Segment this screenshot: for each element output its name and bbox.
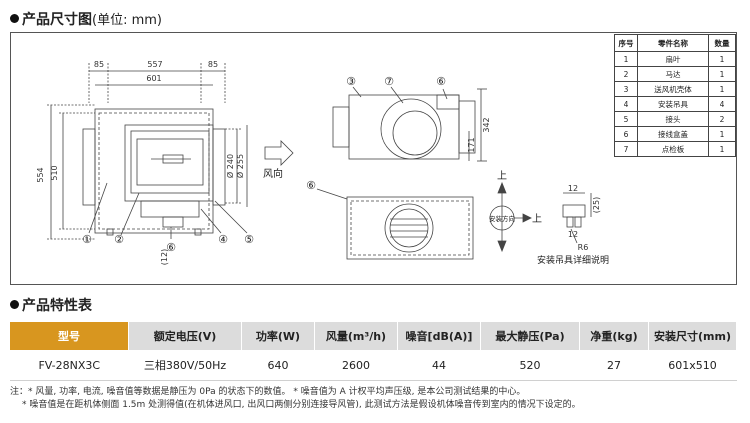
spec-header-power: 功率(W) [241, 322, 315, 350]
callout-3: ③ [346, 75, 356, 88]
spec-pressure: 520 [480, 350, 580, 381]
dimension-drawing: 85 557 85 601 554 510 Ø 240 Ø 255 (12) 3… [36, 60, 609, 266]
spec-model: FV-28NX3C [10, 350, 129, 381]
dim-side-inner: 171 [467, 137, 476, 152]
dim-body: 557 [147, 60, 162, 69]
note-line-1: 注：* 风量, 功率, 电流, 噪音值等数据是静压为 0Pa 的状态下的数值。 … [10, 387, 526, 397]
callout-6-bottom: ⑥ [306, 179, 316, 192]
dim-right-flange: 85 [208, 60, 218, 69]
spec-header-row: 型号 额定电压(V) 功率(W) 风量(m³/h) 噪音[dB(A)] 最大静压… [10, 322, 737, 350]
notes: 注：* 风量, 功率, 电流, 噪音值等数据是静压为 0Pa 的状态下的数值。 … [10, 386, 581, 412]
install-direction-label: 安装方向 [489, 214, 515, 223]
callout-2: ② [114, 233, 124, 246]
spec-noise: 44 [397, 350, 481, 381]
spec-table: 型号 额定电压(V) 功率(W) 风量(m³/h) 噪音[dB(A)] 最大静压… [10, 322, 737, 381]
callout-7: ⑦ [384, 75, 394, 88]
dim-diameter-255: Ø 255 [235, 154, 245, 178]
dim-height-inner: 510 [50, 165, 59, 180]
spec-header-install-size: 安装尺寸(mm) [648, 322, 737, 350]
dim-bracket-12b: 12 [568, 230, 578, 239]
bullet-icon [10, 300, 19, 309]
dim-side-height: 342 [482, 117, 491, 132]
parts-header-row: 序号 零件名称 数量 [614, 34, 736, 52]
dim-diameter-240: Ø 240 [225, 154, 235, 178]
bracket-caption: 安装吊具详细说明 [537, 254, 609, 266]
callout-1: ① [82, 233, 92, 246]
parts-header-no: 序号 [614, 34, 638, 52]
spec-power: 640 [241, 350, 315, 381]
spec-header-airflow: 风量(m³/h) [314, 322, 398, 350]
spec-header-noise: 噪音[dB(A)] [397, 322, 481, 350]
dim-total: 601 [146, 74, 161, 83]
parts-header-name: 零件名称 [637, 34, 709, 52]
features-heading: 产品特性表 [10, 295, 92, 315]
callout-6-front: ⑥ [166, 241, 176, 254]
parts-header-qty: 数量 [708, 34, 736, 52]
note-line-2: * 噪音值是在距机体侧面 1.5m 处测得值(在机体进风口, 出风口两侧分别连接… [22, 400, 581, 410]
spec-weight: 27 [579, 350, 649, 381]
callout-6-side: ⑥ [436, 75, 446, 88]
spec-header-weight: 净重(kg) [579, 322, 649, 350]
dim-bracket-r6: R6 [578, 243, 589, 252]
airflow-label: 风向 [263, 167, 283, 180]
dim-bracket-12a: 12 [568, 184, 578, 193]
spec-header-model: 型号 [10, 322, 129, 350]
right-up-label: 上 [532, 213, 542, 225]
dim-left-flange: 85 [94, 60, 104, 69]
callout-4: ④ [218, 233, 228, 246]
table-row: FV-28NX3C 三相380V/50Hz 640 2600 44 520 27… [10, 350, 737, 381]
spec-header-pressure: 最大静压(Pa) [480, 322, 580, 350]
spec-install-size: 601x510 [648, 350, 737, 381]
up-label: 上 [497, 170, 507, 182]
dim-bracket-25: (25) [592, 197, 601, 213]
spec-header-voltage: 额定电压(V) [128, 322, 242, 350]
spec-voltage: 三相380V/50Hz [128, 350, 242, 381]
bullet-icon [10, 14, 19, 23]
dimensions-heading: 产品尺寸图(单位: mm) [10, 9, 162, 29]
dim-bottom-12: (12) [160, 249, 169, 265]
spec-airflow: 2600 [314, 350, 398, 381]
callout-5: ⑤ [244, 233, 254, 246]
dimension-drawing-frame: 85 557 85 601 554 510 Ø 240 Ø 255 (12) 3… [10, 32, 737, 285]
dim-height-outer: 554 [36, 167, 45, 182]
